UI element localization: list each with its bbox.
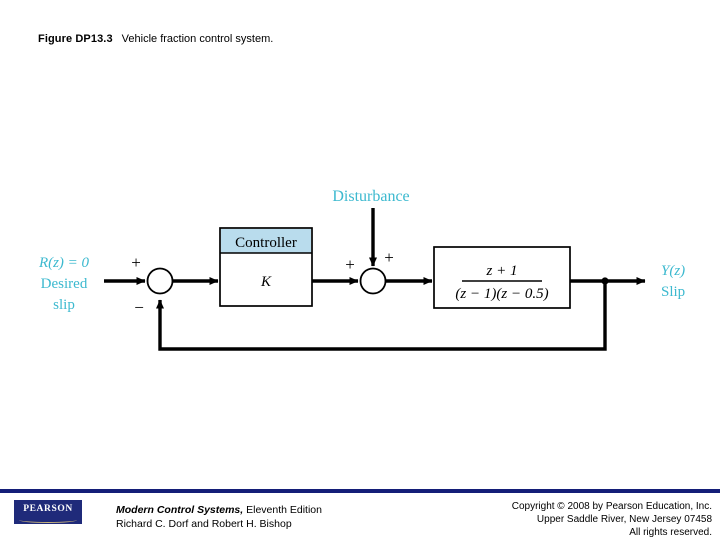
figure-caption: Figure DP13.3 Vehicle fraction control sy… bbox=[38, 33, 273, 45]
book-authors: Richard C. Dorf and Robert H. Bishop bbox=[116, 518, 292, 530]
copyright-line-3: All rights reserved. bbox=[629, 527, 712, 538]
plant-denominator: (z − 1)(z − 0.5) bbox=[455, 286, 548, 302]
output-label-line2: Slip bbox=[661, 284, 685, 300]
controller-header-label: Controller bbox=[235, 235, 297, 251]
plant-numerator: z + 1 bbox=[486, 263, 518, 279]
input-label-line3: slip bbox=[53, 297, 75, 313]
disturbance-label: Disturbance bbox=[332, 188, 409, 205]
figure-number: Figure DP13.3 bbox=[38, 33, 113, 45]
output-label-line1: Y(z) bbox=[661, 263, 685, 279]
pearson-logo: PEARSON bbox=[14, 500, 82, 524]
sum1-minus-sign: − bbox=[134, 298, 144, 317]
sum2-plus-sign-disturbance: + bbox=[384, 248, 394, 267]
footer-book-line: Modern Control Systems, Eleventh Edition bbox=[116, 503, 322, 517]
book-edition: Eleventh Edition bbox=[243, 504, 322, 516]
wire-feedback bbox=[156, 281, 607, 351]
sum2-plus-sign-forward: + bbox=[345, 255, 355, 274]
footer-book-info: Modern Control Systems, Eleventh Edition… bbox=[116, 503, 322, 531]
controller-block-header-fill bbox=[221, 229, 311, 253]
block-diagram: Controller K z + 1 (z − 1)(z − 0.5) + bbox=[38, 188, 685, 351]
figure-title: Vehicle fraction control system. bbox=[121, 33, 274, 45]
pearson-logo-swoosh bbox=[19, 517, 77, 523]
footer-divider bbox=[0, 489, 720, 493]
copyright-line-2: Upper Saddle River, New Jersey 07458 bbox=[536, 514, 712, 525]
summing-junction-1 bbox=[146, 267, 174, 295]
sum1-plus-sign: + bbox=[131, 253, 141, 272]
summing-junction-2 bbox=[359, 267, 387, 295]
input-label-line2: Desired bbox=[41, 276, 88, 292]
book-title: Modern Control Systems, bbox=[116, 504, 244, 516]
pearson-logo-text: PEARSON bbox=[23, 504, 73, 514]
plant-block-outline bbox=[433, 246, 571, 309]
controller-gain-label: K bbox=[260, 274, 272, 290]
input-label-line1: R(z) = 0 bbox=[38, 255, 90, 271]
copyright-line-1: Copyright © 2008 by Pearson Education, I… bbox=[511, 501, 712, 512]
footer-copyright: Copyright © 2008 by Pearson Education, I… bbox=[512, 500, 712, 539]
